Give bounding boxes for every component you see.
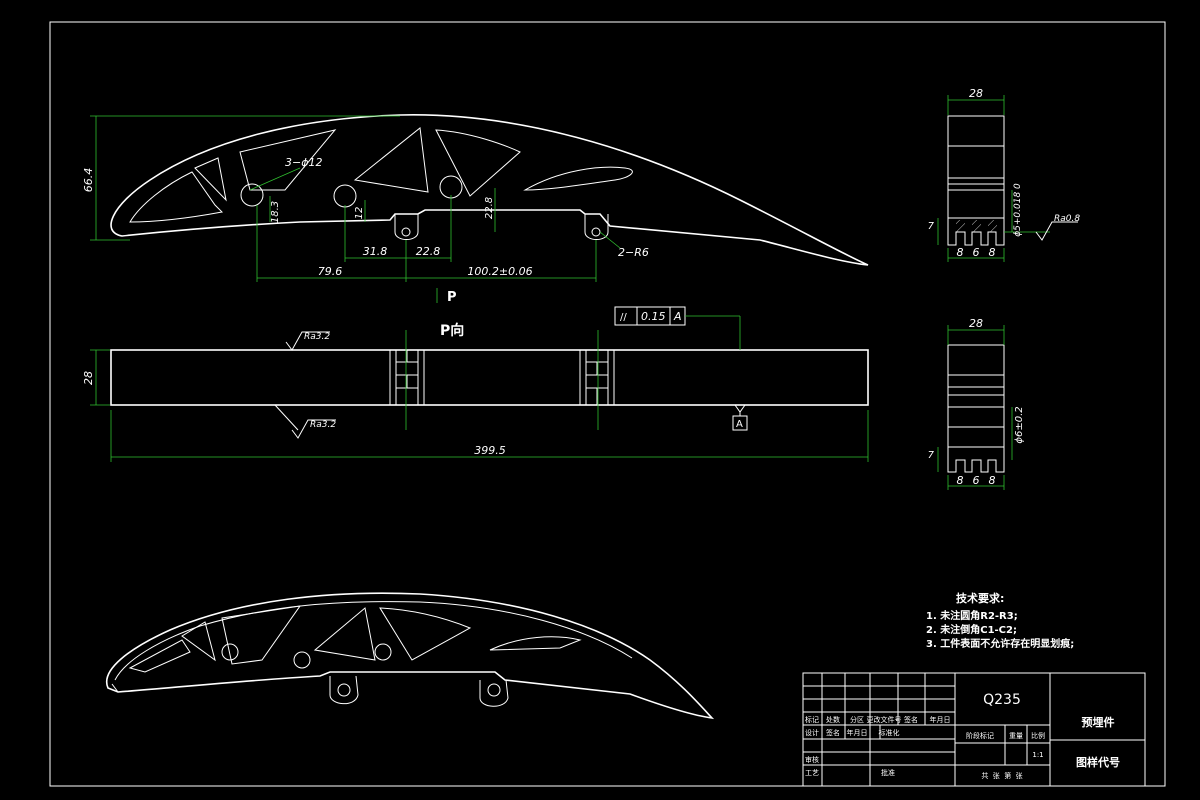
section-view-2 xyxy=(937,325,1013,490)
tech-requirements-title: 技术要求: xyxy=(956,591,1004,605)
tb-review: 审核 xyxy=(805,755,819,764)
dim-22-8-horizontal: 22.8 xyxy=(416,245,441,258)
lug-hole-1 xyxy=(401,227,411,237)
dim-height-66-4: 66.4 xyxy=(82,168,95,193)
dim-18-3: 18.3 xyxy=(270,201,281,223)
tb-scale-label: 比例 xyxy=(1031,731,1045,740)
section-2-width: 28 xyxy=(969,317,983,330)
tb-header-2: 分区 xyxy=(850,715,864,724)
lug-2 xyxy=(584,214,609,240)
section-2-diameter: ϕ6±0.2 xyxy=(1014,406,1025,443)
section-1-b2: 6 xyxy=(973,246,980,259)
tb-weight-label: 重量 xyxy=(1009,732,1023,740)
p-view-lug-1 xyxy=(389,349,425,406)
pocket-6 xyxy=(523,166,633,191)
tech-requirement-3: 3. 工件表面不允许存在明显划痕; xyxy=(926,637,1074,650)
tb-design-0: 设计 xyxy=(805,728,819,737)
drawing-code: 图样代号 xyxy=(1076,755,1120,769)
section-1-roughness: Ra0.8 xyxy=(1054,214,1080,224)
tb-sheets: 共 张 第 张 xyxy=(981,771,1022,780)
tolerance-symbol: // xyxy=(620,312,627,323)
tb-design-3: 标准化 xyxy=(879,728,900,737)
tolerance-datum: A xyxy=(673,310,682,323)
dim-79-6: 79.6 xyxy=(318,265,343,278)
roughness-symbol-top xyxy=(285,331,330,351)
dim-12: 12 xyxy=(354,207,365,220)
section-1-b3: 8 xyxy=(989,246,996,259)
roughness-symbol-bottom xyxy=(274,404,336,439)
section-2-b1: 8 xyxy=(957,474,964,487)
front-view: 66.4 3−ϕ12 18.3 12 22.8 31.8 22.8 79.6 1… xyxy=(82,114,869,305)
dim-22-8-vertical: 22.8 xyxy=(484,197,495,219)
tb-header-3: 更改文件号 xyxy=(867,715,902,724)
pocket-1 xyxy=(129,171,224,223)
isometric-view xyxy=(105,592,715,720)
section-2-b3: 8 xyxy=(989,474,996,487)
pocket-2 xyxy=(194,157,227,202)
roughness-top-label: Ra3.2 xyxy=(304,332,330,342)
tb-design-1: 签名 xyxy=(826,728,840,737)
section-view-1 xyxy=(937,95,1078,262)
tb-header-4: 签名 xyxy=(904,715,918,724)
tb-header-1: 处数 xyxy=(826,715,840,724)
p-view-length: 399.5 xyxy=(474,444,506,457)
tech-requirement-1: 1. 未注圆角R2-R3; xyxy=(926,609,1018,622)
p-view-title: P向 xyxy=(440,322,464,339)
part-name: 预埋件 xyxy=(1082,715,1115,729)
datum-triangle xyxy=(734,404,746,413)
section-1-width: 28 xyxy=(969,87,983,100)
tb-header-0: 标记 xyxy=(805,715,819,724)
dim-31-8: 31.8 xyxy=(363,245,388,258)
dim-holes: 3−ϕ12 xyxy=(285,156,322,169)
tb-design-2: 年月日 xyxy=(847,728,868,737)
tb-stage-label: 阶段标记 xyxy=(966,731,994,740)
title-block xyxy=(802,672,1146,787)
tb-approve: 批准 xyxy=(881,768,895,777)
section-1-height: 7 xyxy=(928,221,935,232)
pocket-5 xyxy=(435,129,521,197)
lug-hole-2 xyxy=(591,227,601,237)
section-2-b2: 6 xyxy=(973,474,980,487)
section-1-diameter: ϕ5+0.018 0 xyxy=(1013,183,1023,237)
section-2-height: 7 xyxy=(928,450,935,461)
tb-header-5: 年月日 xyxy=(930,715,951,724)
hole-2 xyxy=(333,184,357,208)
tolerance-frame xyxy=(614,306,741,350)
tb-scale: 1:1 xyxy=(1032,751,1043,759)
p-view-body xyxy=(110,349,869,406)
tolerance-value: 0.15 xyxy=(641,310,666,323)
hole-1 xyxy=(240,183,264,207)
hole-3 xyxy=(439,175,463,199)
roughness-bottom-label: Ra3.2 xyxy=(310,420,336,430)
view-arrow-label: P xyxy=(447,290,457,305)
pocket-4 xyxy=(353,127,429,193)
tech-requirement-2: 2. 未注倒角C1-C2; xyxy=(926,623,1017,636)
front-dimension-lines xyxy=(90,115,621,282)
pocket-3 xyxy=(239,129,337,191)
datum-label: A xyxy=(736,419,743,430)
datum-box xyxy=(732,415,748,431)
tb-process: 工艺 xyxy=(805,769,819,777)
dim-radius: 2−R6 xyxy=(618,246,649,259)
material: Q235 xyxy=(983,692,1021,708)
blade-outline xyxy=(110,114,869,266)
p-view: P向 28 xyxy=(82,306,869,462)
lug-1 xyxy=(394,214,419,240)
drawing-frame xyxy=(49,21,1166,787)
p-view-lug-2 xyxy=(579,349,615,406)
p-view-height: 28 xyxy=(82,371,95,385)
dim-100-2: 100.2±0.06 xyxy=(467,265,532,278)
section-1-b1: 8 xyxy=(957,246,964,259)
